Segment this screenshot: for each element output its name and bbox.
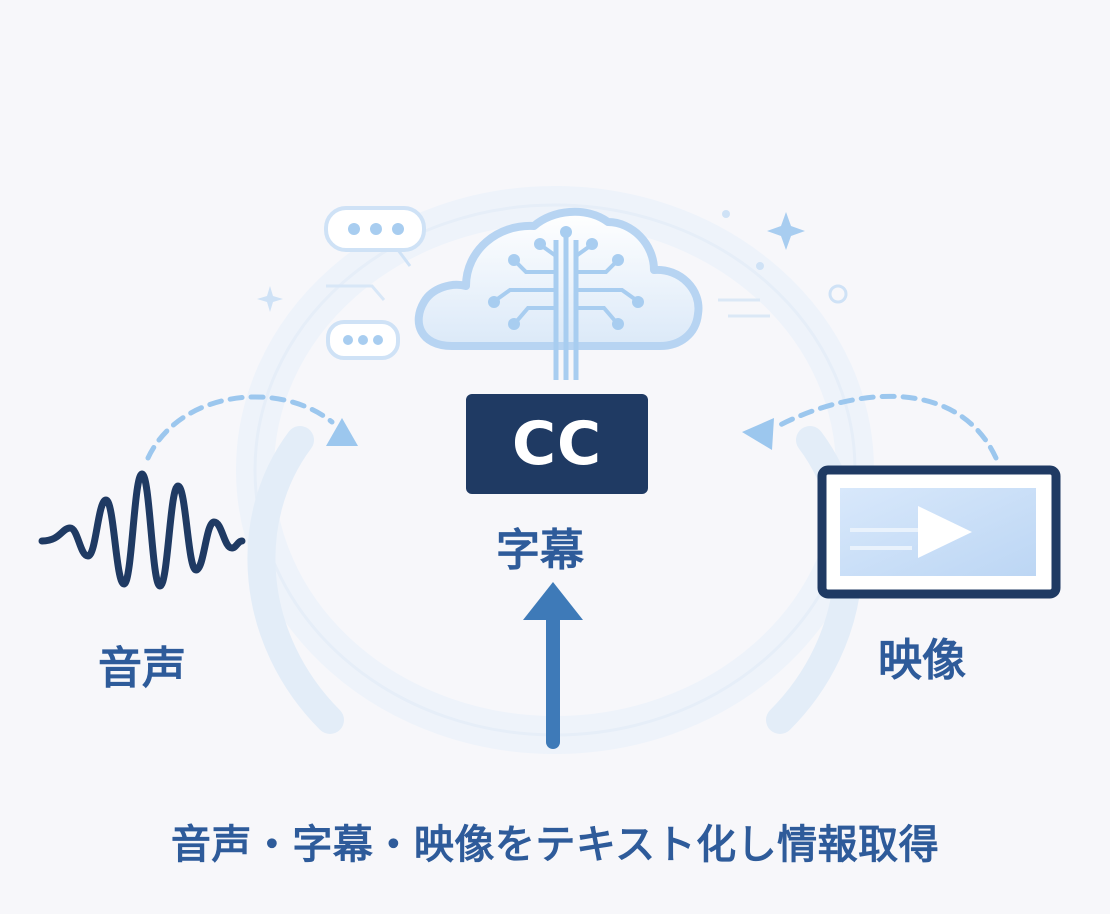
sound-wave-icon bbox=[38, 470, 246, 590]
bottom-caption: 音声・字幕・映像をテキスト化し情報取得 bbox=[170, 822, 940, 868]
arrowhead-video bbox=[742, 418, 774, 450]
closed-caption-badge: CC bbox=[466, 394, 648, 494]
sparkle-icon bbox=[257, 210, 848, 318]
upward-arrow bbox=[523, 582, 583, 749]
arrowhead-audio bbox=[326, 418, 358, 446]
subtitles-label: 字幕 bbox=[496, 525, 584, 576]
audio-label: 音声 bbox=[98, 643, 186, 694]
chat-bubble-icon bbox=[324, 206, 426, 360]
video-label: 映像 bbox=[878, 635, 966, 686]
dashed-arc-video bbox=[775, 394, 999, 461]
left-cycle-arrow bbox=[247, 426, 344, 734]
video-player-icon bbox=[817, 465, 1061, 599]
cloud-circuit-icon bbox=[414, 207, 703, 380]
dashed-arc-audio bbox=[145, 394, 335, 461]
